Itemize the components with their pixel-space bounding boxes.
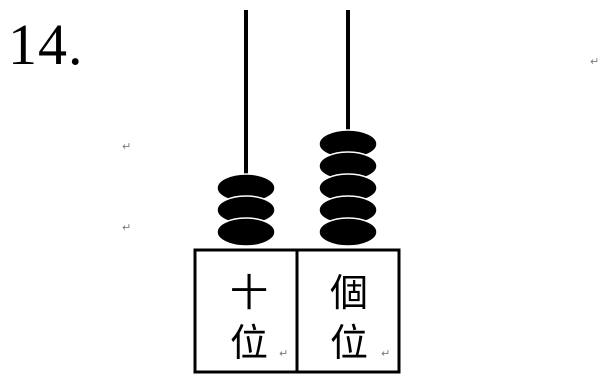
tens-paragraph-mark: ↵ — [279, 347, 289, 360]
paragraph-mark-left-2: ↵ — [122, 221, 132, 234]
ones-beads — [318, 129, 378, 247]
ones-label-top: 個 — [330, 271, 369, 315]
paragraph-mark-top-right: ↵ — [590, 55, 600, 68]
tens-label-top: 十 — [230, 271, 269, 315]
tens-beads — [216, 173, 276, 247]
ones-place-box — [295, 248, 401, 374]
tens-label-bottom: 位 — [230, 321, 269, 365]
question-number: 14. — [8, 12, 84, 77]
ones-paragraph-mark: ↵ — [381, 347, 391, 360]
paragraph-mark-left-1: ↵ — [122, 140, 132, 153]
tens-bead — [216, 217, 276, 247]
ones-bead — [318, 217, 378, 247]
ones-label-bottom: 位 — [330, 321, 369, 365]
